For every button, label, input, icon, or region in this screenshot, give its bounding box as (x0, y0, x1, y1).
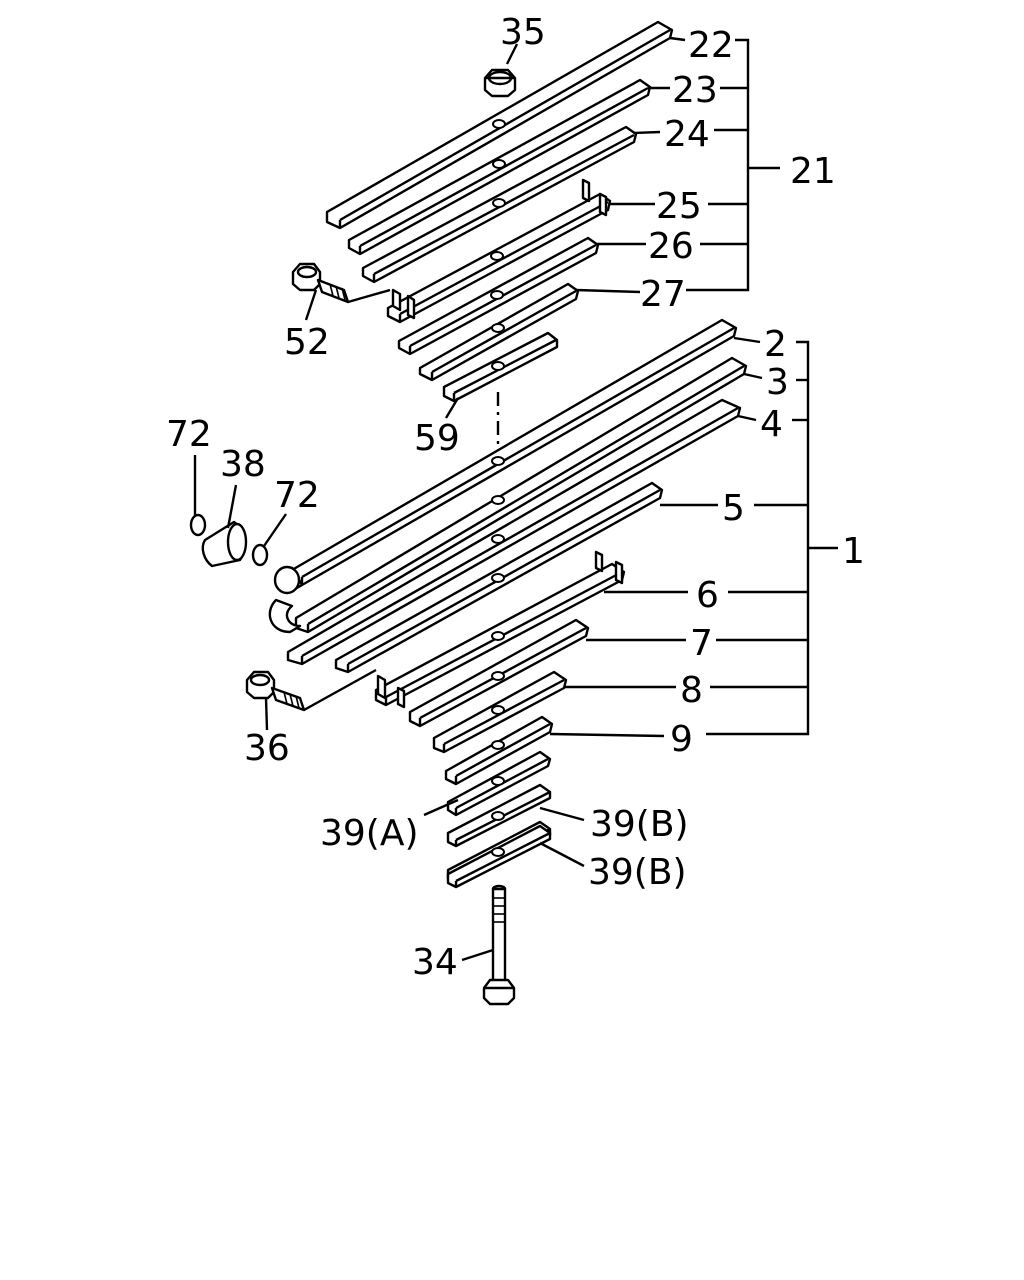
center-bolt-34 (482, 884, 516, 1006)
leaf-7 (408, 618, 590, 728)
label-5: 5 (722, 488, 745, 529)
label-22: 22 (688, 25, 734, 66)
label-24: 24 (664, 114, 710, 155)
label-2: 2 (764, 324, 787, 365)
leaf-24 (361, 125, 638, 284)
spacer-39a (446, 783, 552, 848)
labels: 35 22 23 24 21 25 26 27 52 59 2 3 4 1 72… (166, 12, 865, 983)
label-21: 21 (790, 151, 836, 192)
nut-35 (483, 68, 517, 98)
ring-72-left (189, 513, 207, 537)
label-38: 38 (220, 444, 266, 485)
label-8: 8 (680, 670, 703, 711)
label-7: 7 (690, 623, 713, 664)
leaf-23 (347, 78, 652, 256)
bolt-36 (245, 668, 377, 712)
label-26: 26 (648, 226, 694, 267)
label-72-right: 72 (274, 475, 320, 516)
label-27: 27 (640, 274, 686, 315)
label-52: 52 (284, 322, 330, 363)
bushing-38 (201, 520, 248, 568)
label-39b-lower: 39(B) (588, 852, 687, 893)
spacer-39b-lower (446, 824, 552, 889)
pad-59 (442, 331, 559, 403)
ring-72-right (251, 543, 269, 567)
label-4: 4 (760, 404, 783, 445)
label-34: 34 (412, 942, 458, 983)
leaf-9 (444, 715, 554, 786)
leader-lines (193, 36, 838, 962)
leaf-5 (334, 481, 664, 674)
label-9: 9 (670, 719, 693, 760)
label-1: 1 (842, 531, 865, 572)
label-23: 23 (672, 70, 718, 111)
label-6: 6 (696, 575, 719, 616)
leaf-3-eye (268, 598, 302, 634)
label-35: 35 (500, 12, 546, 53)
leaf-2-eye (273, 565, 304, 595)
leaf-6 (374, 550, 626, 709)
label-39b-upper: 39(B) (590, 804, 689, 845)
leaf-26 (397, 236, 600, 356)
label-59: 59 (414, 418, 460, 459)
bolt-52 (291, 262, 391, 304)
leaf-9-lower (446, 750, 552, 817)
label-36: 36 (244, 728, 290, 769)
label-39a: 39(A) (320, 813, 419, 854)
leaf-27 (418, 282, 580, 382)
label-25: 25 (656, 186, 702, 227)
label-72-left: 72 (166, 414, 212, 455)
label-3: 3 (766, 362, 789, 403)
